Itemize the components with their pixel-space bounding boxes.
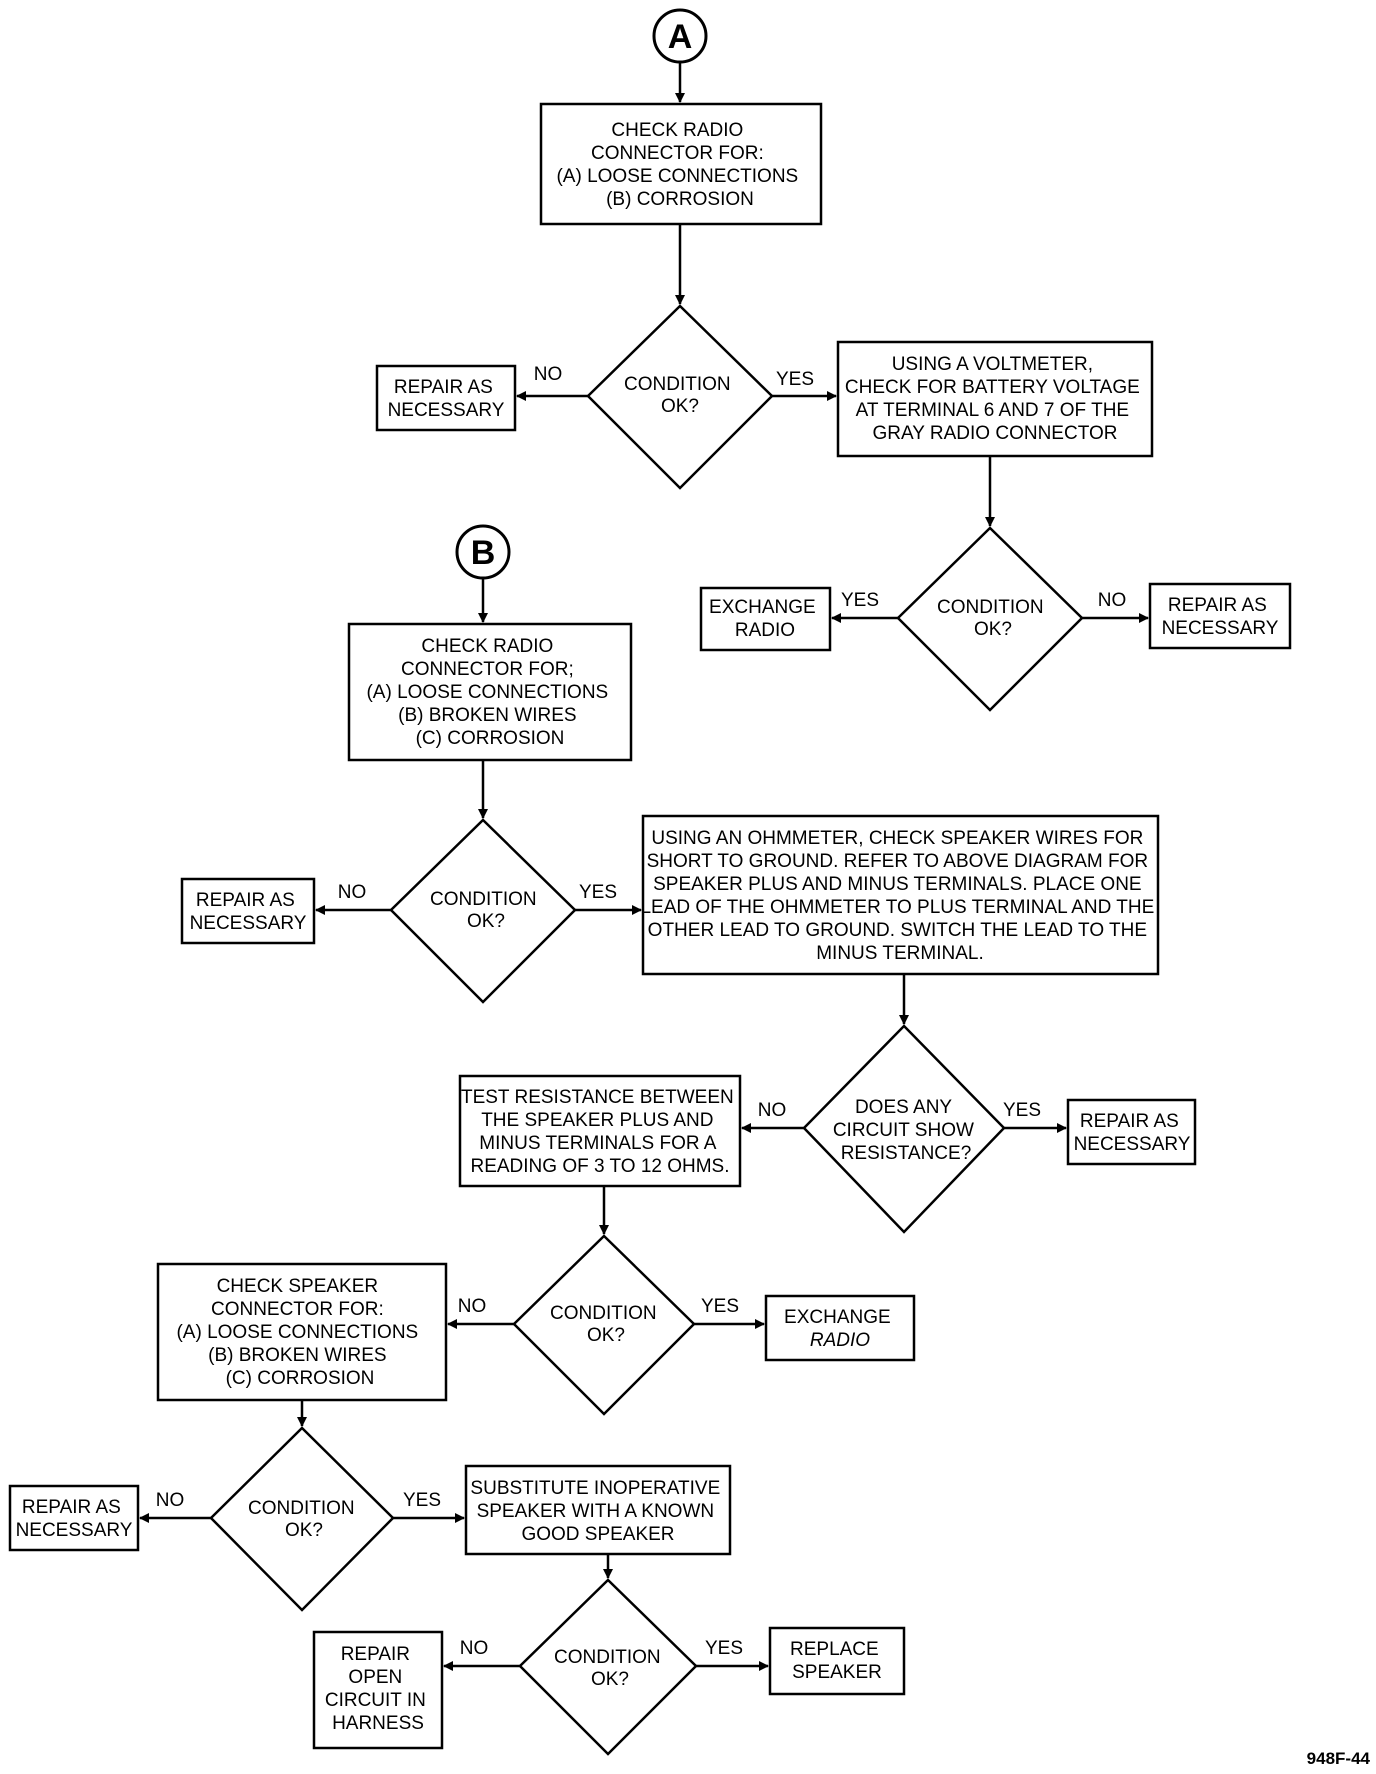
label-yes: YES (705, 1638, 743, 1659)
decision-condition-ok-3 (389, 818, 577, 1004)
check-radio-connector-b-box (347, 622, 633, 762)
voltmeter-check-text: USING A VOLTMETER, CHECK FOR BATTERY VOL… (845, 354, 1145, 444)
repair-as-necessary-text-2: REPAIR AS NECESSARY (1162, 595, 1279, 639)
decision-condition-ok-6 (209, 1426, 395, 1612)
exchange-radio-box-1 (699, 586, 832, 652)
decision-any-circuit-resistance (802, 1024, 1006, 1234)
decision-condition-ok-1 (586, 304, 774, 490)
substitute-speaker-text: SUBSTITUTE INOPERATIVE SPEAKER WITH A KN… (470, 1478, 725, 1545)
ohmmeter-check-box (641, 814, 1160, 976)
test-resistance-box (458, 1074, 742, 1188)
connector-a-label: A (668, 18, 693, 56)
decision-5-text: CONDITION OK? (550, 1303, 662, 1346)
label-no: NO (156, 1490, 185, 1511)
label-no: NO (338, 882, 367, 903)
label-yes: YES (701, 1296, 739, 1317)
voltmeter-check-box (836, 340, 1154, 458)
repair-as-necessary-box-2 (1148, 582, 1292, 650)
decision-2-text: CONDITION OK? (937, 597, 1049, 640)
check-radio-connector-a-box (539, 102, 823, 226)
replace-speaker-box (768, 1626, 906, 1696)
repair-as-necessary-box-4 (1066, 1098, 1197, 1166)
label-yes: YES (776, 369, 814, 390)
connector-b-label: B (471, 534, 496, 572)
exchange-radio-text-1: EXCHANGE RADIO (709, 597, 821, 641)
decision-4-text: DOES ANY CIRCUIT SHOW RESISTANCE? (833, 1097, 979, 1164)
repair-open-circuit-box (312, 1630, 444, 1750)
repair-as-necessary-text-5: REPAIR AS NECESSARY (16, 1497, 133, 1541)
decision-7-text: CONDITION OK? (554, 1647, 666, 1690)
label-yes: YES (1003, 1100, 1041, 1121)
decision-6-text: CONDITION OK? (248, 1498, 360, 1541)
label-yes: YES (403, 1490, 441, 1511)
decision-condition-ok-5 (512, 1234, 696, 1416)
exchange-radio-box-2 (764, 1294, 916, 1362)
decision-1-text: CONDITION OK? (624, 374, 736, 417)
check-speaker-connector-text: CHECK SPEAKER CONNECTOR FOR: (A) LOOSE C… (176, 1276, 423, 1389)
test-resistance-text: TEST RESISTANCE BETWEEN THE SPEAKER PLUS… (461, 1087, 739, 1177)
decision-condition-ok-2 (896, 526, 1084, 712)
repair-open-circuit-text: REPAIR OPEN CIRCUIT IN HARNESS (325, 1644, 431, 1734)
repair-as-necessary-text-3: REPAIR AS NECESSARY (190, 890, 307, 934)
repair-as-necessary-box-3 (180, 877, 316, 945)
exchange-radio-text-2: EXCHANGE RADIO (784, 1307, 896, 1351)
check-radio-connector-b-text: CHECK RADIO CONNECTOR FOR; (A) LOOSE CON… (366, 636, 613, 749)
label-yes: YES (579, 882, 617, 903)
figure-id: 948F-44 (1307, 1749, 1371, 1768)
decision-3-text: CONDITION OK? (430, 889, 542, 932)
ohmmeter-check-text: USING AN OHMMETER, CHECK SPEAKER WIRES F… (640, 828, 1159, 964)
label-no: NO (458, 1296, 487, 1317)
label-yes: YES (841, 590, 879, 611)
repair-as-necessary-box-1 (375, 364, 517, 432)
label-no: NO (758, 1100, 787, 1121)
repair-as-necessary-text-4: REPAIR AS NECESSARY (1074, 1111, 1191, 1155)
label-no: NO (1098, 590, 1127, 611)
repair-as-necessary-box-5 (8, 1484, 140, 1552)
decision-condition-ok-7 (518, 1578, 698, 1756)
check-radio-connector-a-text: CHECK RADIO CONNECTOR FOR: (A) LOOSE CON… (556, 120, 803, 210)
replace-speaker-text: REPLACE SPEAKER (790, 1639, 884, 1683)
substitute-speaker-box (464, 1464, 732, 1556)
label-no: NO (534, 364, 563, 385)
repair-as-necessary-text-1: REPAIR AS NECESSARY (388, 377, 505, 421)
label-no: NO (460, 1638, 489, 1659)
